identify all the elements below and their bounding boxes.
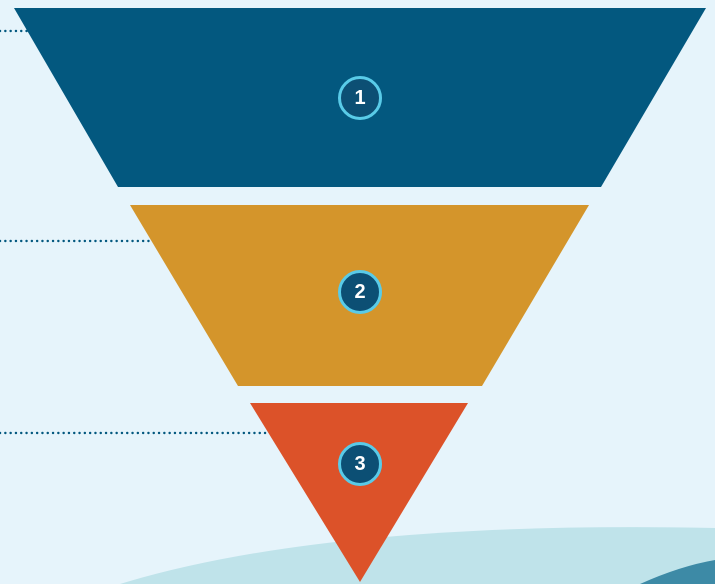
level-3-badge: 3 <box>338 442 382 486</box>
level-3-number: 3 <box>354 453 366 475</box>
level-1-number: 1 <box>354 87 366 109</box>
background-wave-water <box>640 560 715 584</box>
level-2-badge: 2 <box>338 270 382 314</box>
funnel-level-3 <box>250 403 468 582</box>
level-1-badge: 1 <box>338 76 382 120</box>
background-wave <box>120 527 715 584</box>
level-2-number: 2 <box>354 281 366 303</box>
